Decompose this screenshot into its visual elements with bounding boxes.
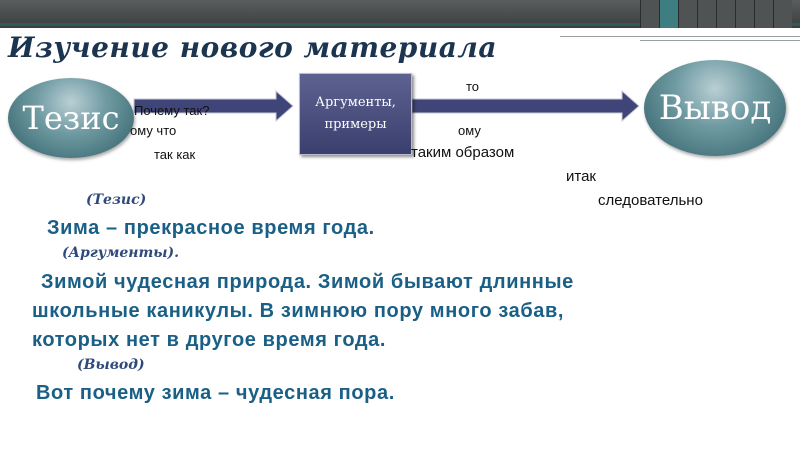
thesis-circle: Тезис [8,78,134,158]
conclusion-tag: (Вывод) [77,357,145,373]
slide-tab [659,0,678,28]
slide-tab [716,0,735,28]
slide-tab [640,0,659,28]
connector-word: итак [566,168,596,185]
arguments-box-line: Аргументы, [315,95,396,110]
slide-tab [697,0,716,28]
conclusion-circle: Вывод [644,60,786,156]
title-rule [640,40,800,41]
top-bar-stripe [0,23,800,26]
conclusion-text: Вот почему зима – чудесная пора. [36,382,395,404]
slide-top-bar [0,0,800,28]
slide-tab [773,0,792,28]
arrow-label: таким образом [411,144,515,161]
slide-tabs [640,0,792,28]
arguments-box-line: примеры [324,117,387,132]
title-rule [560,36,800,37]
arguments-text-line: школьные каникулы. В зимнюю пору много з… [32,300,565,322]
thesis-tag: (Тезис) [86,192,147,208]
arrow-label: то [466,79,480,94]
arrow-label: так как [154,147,196,162]
arguments-box: Аргументы, примеры [299,73,412,155]
arrow-label: Почему так? [134,103,210,118]
arguments-text-line: которых нет в другое время года. [32,329,387,351]
thesis-text: Зима – прекрасное время года. [47,217,375,239]
arrow-thesis-to-arguments [133,89,294,123]
slide-tab [754,0,773,28]
arguments-text-line: Зимой чудесная природа. Зимой бывают дли… [41,271,574,293]
arrow-label: ому что [130,123,177,138]
slide-tab [735,0,754,28]
arguments-tag: (Аргументы). [62,245,180,261]
arrow-label: ому [458,123,481,138]
arrow-arguments-to-conclusion [411,89,640,123]
connector-word: следовательно [598,192,703,209]
slide-tab [678,0,697,28]
slide-title: Изучение нового материала [8,31,497,64]
